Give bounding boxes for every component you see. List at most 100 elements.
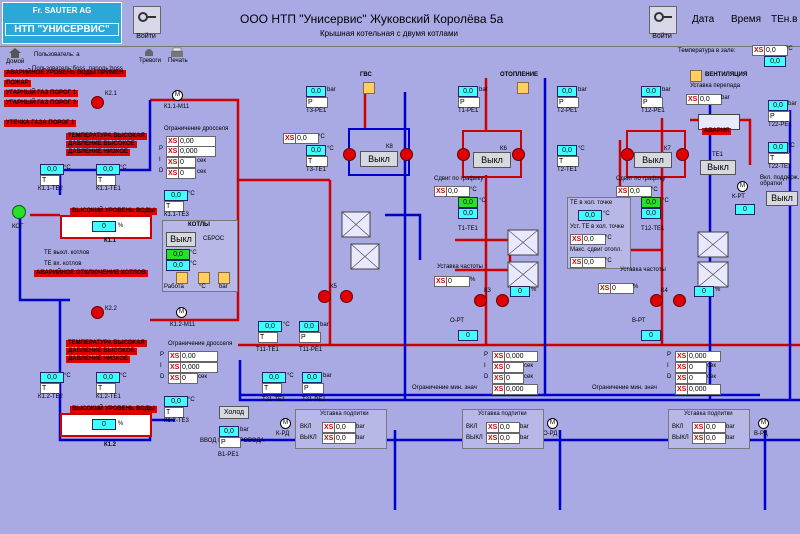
heating-heater-pump-2[interactable] xyxy=(512,148,525,161)
b2-t3-sensor: T xyxy=(164,407,184,418)
heating-t2-unit: °C xyxy=(578,146,585,152)
b1-t1-sensor: T xyxy=(40,175,60,186)
b1-d-value[interactable]: 0 xyxy=(178,168,196,179)
vent-te-button[interactable]: Выкл xyxy=(700,160,736,175)
printer-icon[interactable] xyxy=(170,47,184,58)
makeup-1-off-label: ВЫКЛ xyxy=(300,435,317,441)
boiler-1[interactable]: 0 % xyxy=(60,215,152,239)
menu-date[interactable]: Дата xyxy=(692,14,715,25)
vent-pump-1[interactable] xyxy=(650,294,663,307)
max-shift-value[interactable]: 0,0 xyxy=(582,257,606,268)
heating-min-value[interactable]: 0,000 xyxy=(504,384,538,395)
vent-t22-tag: Т22-ТЕ1 xyxy=(768,164,792,170)
motor-k12-icon[interactable]: M xyxy=(176,307,187,318)
menu-time[interactable]: Время xyxy=(731,14,762,25)
vent-min-value[interactable]: 0,000 xyxy=(687,384,721,395)
gvs-heater-label: К8 xyxy=(386,144,393,150)
user-label: Пользователь: а xyxy=(34,52,80,58)
heating-pid-p[interactable]: 0,000 xyxy=(504,351,538,362)
motor-k11-icon[interactable]: M xyxy=(172,90,183,101)
b1-i-value[interactable]: 0 xyxy=(178,157,196,168)
vent-pump-2[interactable] xyxy=(673,294,686,307)
gvs-trend-icon[interactable] xyxy=(363,82,375,94)
b1-p-value[interactable]: 0,000 xyxy=(178,146,216,157)
gvs-pump-2[interactable] xyxy=(340,290,353,303)
b2-d-value[interactable]: 0 xyxy=(180,373,198,384)
login-right-button[interactable] xyxy=(649,6,677,34)
heating-xs-value[interactable]: 0,0 xyxy=(446,186,470,197)
b2-power-unit: % xyxy=(118,421,124,427)
gvs-heater-pump-2[interactable] xyxy=(400,148,413,161)
cold-button[interactable]: Холод xyxy=(219,406,249,419)
pressure-icon[interactable] xyxy=(218,272,230,284)
heating-off-button[interactable]: Выкл xyxy=(473,152,511,168)
pump-k21-label: К2.1 xyxy=(105,91,117,97)
makeup-3-off-value[interactable]: 0,0 xyxy=(704,433,726,444)
alarm-label: Тревоги xyxy=(139,58,161,64)
vent-trend-icon[interactable] xyxy=(690,70,702,82)
makeup-1-title: Уставка подпитки xyxy=(320,411,369,417)
login-left-button[interactable] xyxy=(133,6,161,34)
work-icon[interactable] xyxy=(176,272,188,284)
kotly-off-button[interactable]: Выкл xyxy=(166,232,196,247)
kotly-reset[interactable]: СБРОС xyxy=(203,236,225,242)
b2-t2-sensor: T xyxy=(96,383,116,394)
heating-trend-icon[interactable] xyxy=(517,82,529,94)
vent-heater-pump-1[interactable] xyxy=(621,148,634,161)
heating-pump-1[interactable] xyxy=(474,294,487,307)
alarm-bell-icon[interactable] xyxy=(142,46,156,58)
makeup-2-on-value[interactable]: 0,0 xyxy=(498,422,520,433)
pump-k21[interactable] xyxy=(91,96,104,109)
makeup-2-off-value[interactable]: 0,0 xyxy=(498,433,520,444)
gvs-xs-value[interactable]: 0,0 xyxy=(295,133,319,144)
makeup-1-off-value[interactable]: 0,0 xyxy=(334,433,356,444)
gvs-pump-1[interactable] xyxy=(318,290,331,303)
heating-heater-pump-1[interactable] xyxy=(457,148,470,161)
vent-pid-p[interactable]: 0,000 xyxy=(687,351,721,362)
makeup-3-on-value[interactable]: 0,0 xyxy=(704,422,726,433)
heating-pump-2[interactable] xyxy=(496,294,509,307)
vent-valve-pos: 0 xyxy=(694,286,714,297)
hall-temp-value[interactable]: 0,0 xyxy=(764,45,788,56)
heating-pid-d[interactable]: 0 xyxy=(504,373,524,384)
t21-unit: °C xyxy=(287,373,294,379)
makeup-1-on-label: ВКЛ xyxy=(300,424,312,430)
temp-icon[interactable] xyxy=(198,272,210,284)
t11-sensor: T xyxy=(258,332,278,343)
vent-pid-i[interactable]: 0 xyxy=(687,362,707,373)
vent-p2-value: 0,0 xyxy=(768,100,788,111)
heating-p2-sensor: P xyxy=(557,97,579,108)
b2-level-alarm: ВЫСОКИЙ УРОВЕНЬ ВОДЫ xyxy=(70,406,157,413)
heating-freq-value[interactable]: 0 xyxy=(446,276,470,287)
vent-set-value[interactable]: 0,0 xyxy=(698,94,722,105)
vent-right-button[interactable]: Выкл xyxy=(766,191,798,206)
boiler-2[interactable]: 0 % xyxy=(60,413,152,437)
vrd-motor[interactable]: M xyxy=(758,418,769,429)
krd-motor[interactable]: M xyxy=(280,418,291,429)
vent-heater-pump-2[interactable] xyxy=(676,148,689,161)
set-te-value[interactable]: 0,0 xyxy=(582,234,606,245)
p21-tag: Т21-РЕ1 xyxy=(302,397,326,403)
vent-pid-d[interactable]: 0 xyxy=(687,373,707,384)
key-icon xyxy=(138,12,156,22)
vent-off-button[interactable]: Выкл xyxy=(634,152,672,168)
heating-pid-i[interactable]: 0 xyxy=(504,362,524,373)
b2-p-value[interactable]: 0,00 xyxy=(180,351,218,362)
gvs-heater-pump-1[interactable] xyxy=(343,148,356,161)
ord-motor[interactable]: M xyxy=(547,418,558,429)
pump-k22[interactable] xyxy=(91,306,104,319)
menu-units[interactable]: ТЕн.в xyxy=(771,14,798,25)
vent-set-label: Уставка перепада xyxy=(690,83,741,89)
vent-kpt-motor[interactable]: M xyxy=(737,181,748,192)
gvs-off-button[interactable]: Выкл xyxy=(360,151,398,167)
b2-i-value[interactable]: 0,000 xyxy=(180,362,218,373)
login-left-label: Войти xyxy=(136,33,156,40)
vent-xs-value[interactable]: 0,0 xyxy=(628,186,652,197)
home-icon[interactable] xyxy=(8,47,22,59)
makeup-1-on-value[interactable]: 0,0 xyxy=(334,422,356,433)
heating-mot-pos: 0 xyxy=(458,330,478,341)
vent-freq-value[interactable]: 0 xyxy=(610,283,634,294)
key-icon xyxy=(654,12,672,22)
makeup-3-off-label: ВЫКЛ xyxy=(672,435,689,441)
gas-valve-icon[interactable] xyxy=(12,205,26,219)
